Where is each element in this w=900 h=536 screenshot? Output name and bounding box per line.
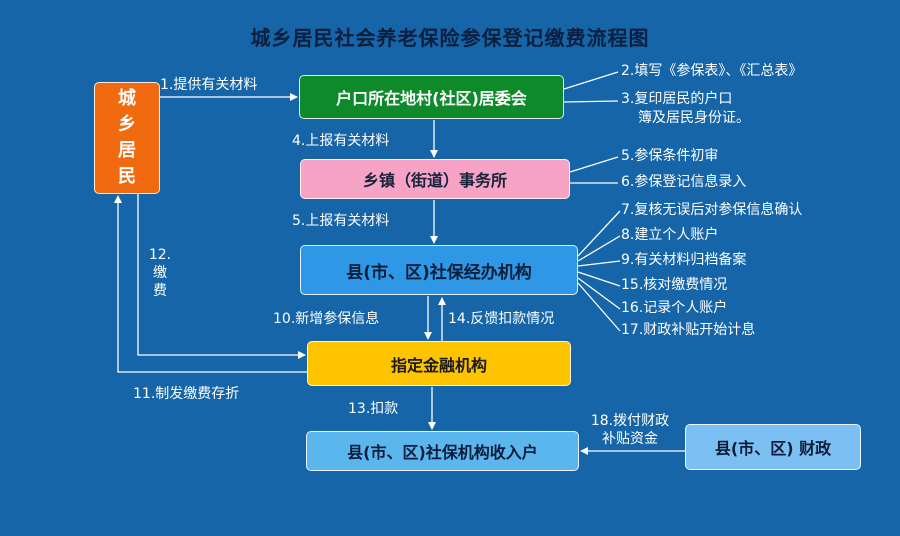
- node-county-finance: 县(市、区) 财政: [685, 424, 861, 470]
- note-village-3a: 3.复印居民的户口: [621, 91, 733, 107]
- note-county-16: 16.记录个人账户: [621, 300, 728, 316]
- page-title: 城乡居民社会养老保险参保登记缴费流程图: [250, 26, 650, 50]
- edge-label-11: 11.制发缴费存折: [133, 386, 240, 402]
- note-county-9: 9.有关材料归档备案: [621, 252, 747, 268]
- note-county-17: 17.财政补贴开始计息: [621, 322, 756, 338]
- edge-label-1: 1.提供有关材料: [160, 77, 258, 93]
- edge-label-5: 5.上报有关材料: [292, 213, 390, 229]
- node-county-income-account: 县(市、区)社保机构收入户: [306, 431, 579, 471]
- edge-label-13: 13.扣款: [348, 401, 399, 417]
- edge-label-4: 4.上报有关材料: [292, 133, 390, 149]
- note-town-5: 5.参保条件初审: [621, 148, 719, 164]
- node-urban-rural-resident: 城乡居民: [94, 82, 160, 194]
- note-county-15: 15.核对缴费情况: [621, 277, 728, 293]
- note-county-8: 8.建立个人账户: [621, 227, 719, 243]
- arrow-bank-to-resident: [114, 195, 307, 373]
- note-town-6: 6.参保登记信息录入: [621, 174, 747, 190]
- note-county-7: 7.复核无误后对参保信息确认: [621, 202, 803, 218]
- node-designated-bank: 指定金融机构: [307, 341, 571, 386]
- edge-label-18: 18.拨付财政 补贴资金: [590, 413, 670, 447]
- node-village-committee: 户口所在地村(社区)居委会: [299, 75, 564, 119]
- arrow-resident-to-bank: [137, 194, 306, 359]
- node-town-office: 乡镇（街道）事务所: [300, 159, 570, 199]
- edge-label-14: 14.反馈扣款情况: [448, 311, 555, 327]
- note-village-3b: 簿及居民身份证。: [638, 110, 750, 126]
- edge-label-10: 10.新增参保信息: [273, 311, 380, 327]
- note-village-2: 2.填写《参保表》、《汇总表》: [621, 63, 803, 79]
- edge-label-12: 12. 缴 费: [148, 247, 172, 299]
- node-county-social-security-agency: 县(市、区)社保经办机构: [300, 245, 578, 295]
